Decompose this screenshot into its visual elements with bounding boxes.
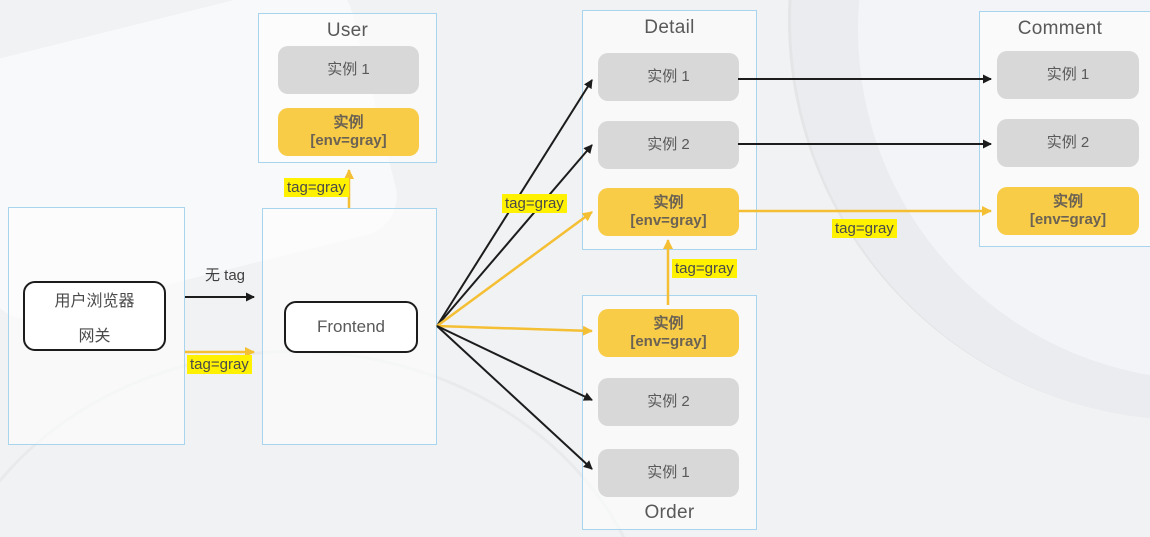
- user-service-group: User 实例 1 实例 [env=gray]: [258, 13, 437, 163]
- frontend-group: Frontend: [262, 208, 437, 445]
- edge-label-tag-gray-detail: tag=gray: [502, 194, 567, 213]
- order-service-group: Order 实例 [env=gray] 实例 2 实例 1: [582, 295, 757, 530]
- user-instance-1-node: 实例 1: [278, 46, 419, 94]
- gateway-group: 用户浏览器 网关: [8, 207, 185, 445]
- detail-instance-gray-label: 实例: [653, 193, 684, 211]
- edge-label-no-tag: 无 tag: [205, 267, 246, 284]
- edge-label-tag-gray-order-detail: tag=gray: [672, 259, 737, 278]
- user-instance-gray-label: 实例: [333, 113, 364, 131]
- detail-instance-1-node: 实例 1: [598, 53, 739, 101]
- frontend-node: Frontend: [284, 301, 418, 353]
- user-instance-gray-sublabel: [env=gray]: [310, 132, 387, 149]
- detail-instance-gray-node: 实例 [env=gray]: [598, 188, 739, 236]
- comment-instance-gray-sublabel: [env=gray]: [1029, 211, 1107, 228]
- detail-group-title: Detail: [644, 17, 695, 38]
- comment-service-group: Comment 实例 1 实例 2 实例 [env=gray]: [979, 11, 1150, 247]
- order-instance-1-label: 实例 1: [647, 463, 690, 481]
- user-instance-1-label: 实例 1: [327, 60, 370, 78]
- detail-instance-2-node: 实例 2: [598, 121, 739, 169]
- browser-gateway-line1: 用户浏览器: [54, 292, 135, 310]
- edge-frontend-detail-gray: [436, 210, 593, 328]
- edge-frontend-order-2: [436, 325, 593, 401]
- order-instance-2-label: 实例 2: [647, 392, 690, 410]
- comment-instance-gray-label: 实例: [1052, 192, 1083, 210]
- detail-instance-gray-sublabel: [env=gray]: [630, 212, 707, 229]
- order-instance-1-node: 实例 1: [598, 449, 739, 497]
- edge-frontend-order-1: [436, 325, 593, 470]
- order-instance-gray-label: 实例: [653, 314, 684, 332]
- order-instance-2-node: 实例 2: [598, 378, 739, 426]
- browser-gateway-line2: 网关: [78, 327, 111, 345]
- edge-label-tag-gray-comment: tag=gray: [832, 219, 897, 238]
- user-instance-gray-node: 实例 [env=gray]: [278, 108, 419, 156]
- frontend-label: Frontend: [316, 317, 386, 336]
- order-instance-gray-node: 实例 [env=gray]: [598, 309, 739, 357]
- detail-instance-1-label: 实例 1: [647, 67, 690, 85]
- detail-service-group: Detail 实例 1 实例 2 实例 [env=gray]: [582, 10, 757, 250]
- browser-gateway-node: 用户浏览器 网关: [23, 281, 166, 351]
- order-instance-gray-sublabel: [env=gray]: [630, 333, 707, 350]
- comment-instance-gray-node: 实例 [env=gray]: [997, 187, 1139, 235]
- order-group-title: Order: [644, 502, 695, 523]
- comment-group-title: Comment: [1017, 18, 1103, 39]
- comment-instance-2-node: 实例 2: [997, 119, 1139, 167]
- user-group-title: User: [326, 20, 369, 41]
- comment-instance-2-label: 实例 2: [1046, 133, 1090, 151]
- edge-label-tag-gray-user: tag=gray: [284, 178, 349, 197]
- comment-instance-1-node: 实例 1: [997, 51, 1139, 99]
- detail-instance-2-label: 实例 2: [647, 135, 690, 153]
- comment-instance-1-label: 实例 1: [1046, 65, 1090, 83]
- edge-frontend-order-gray: [436, 324, 593, 336]
- edge-label-tag-gray-gateway: tag=gray: [187, 355, 252, 374]
- edge-frontend-detail-2: [436, 144, 593, 327]
